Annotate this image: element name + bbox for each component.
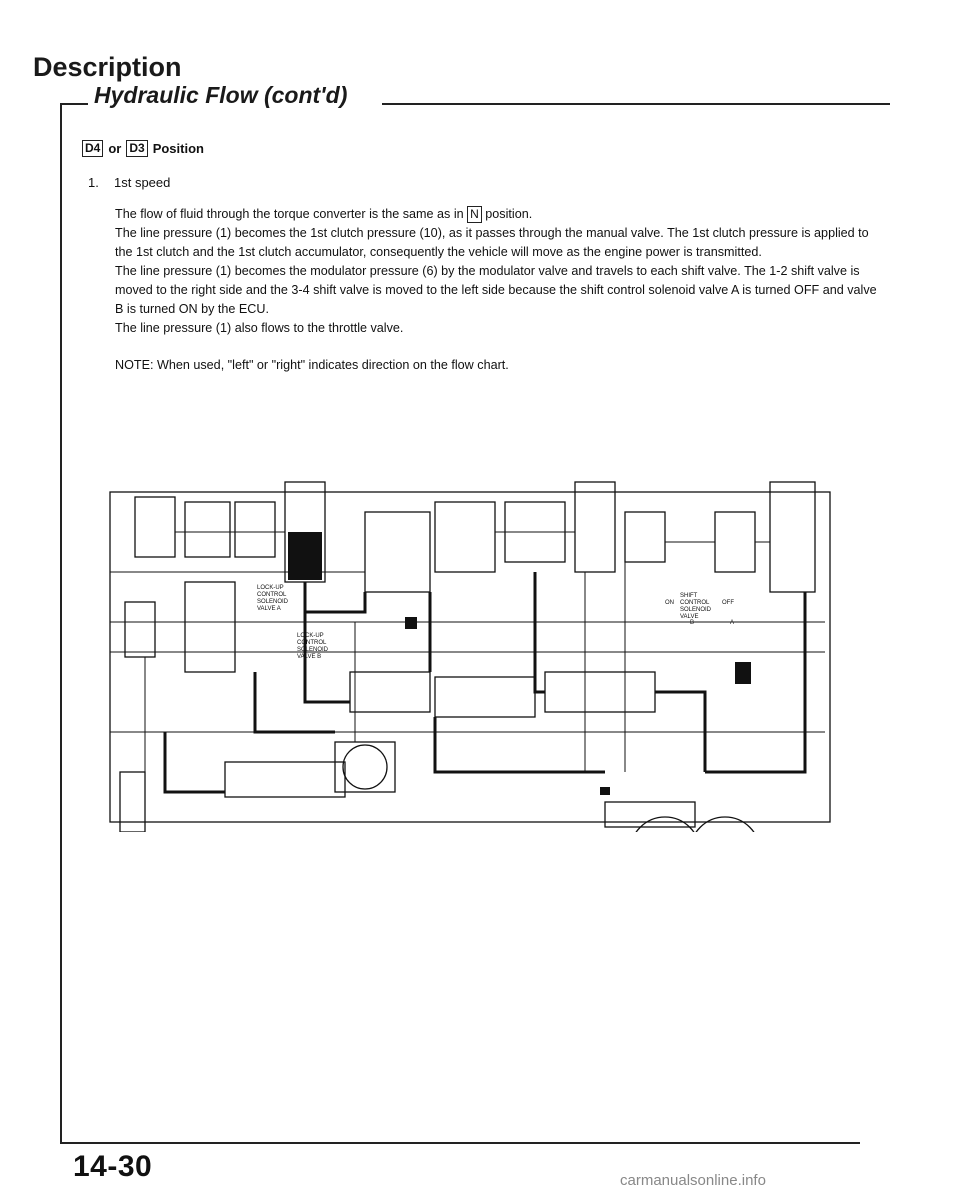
label-off: OFF — [722, 600, 734, 606]
position-heading: D4 or D3 Position — [82, 140, 204, 157]
label-lockup-a-4: VALVE A — [257, 606, 281, 612]
label-lockup-b-4: VALVE B — [297, 654, 321, 660]
label-lockup-b-1: LOCK-UP — [297, 633, 324, 639]
watermark: carmanualsonline.info — [620, 1172, 766, 1189]
label-lockup-a-2: CONTROL — [257, 592, 287, 598]
subheading-text: Hydraulic Flow (cont'd) — [94, 82, 348, 108]
position-or: or — [108, 141, 122, 156]
position-box-d4: D4 — [82, 140, 104, 157]
position-suffix: Position — [152, 141, 204, 156]
page-number: 14-30 — [73, 1150, 153, 1183]
label-lockup-b-3: SOLENOID — [297, 647, 329, 653]
section-subheading: Hydraulic Flow (cont'd) — [60, 80, 890, 120]
label-valve-a: A — [730, 620, 734, 626]
label-lockup-a-3: SOLENOID — [257, 599, 289, 605]
label-shift-1: SHIFT — [680, 593, 698, 599]
hydraulic-schematic: LOCK-UP CONTROL SOLENOID VALVE A LOCK-UP… — [109, 481, 831, 832]
hydraulic-flow-diagram: LOCK-UP CONTROL SOLENOID VALVE A LOCK-UP… — [105, 472, 840, 832]
subheading-rule-right — [382, 103, 890, 105]
paragraph-3: The line pressure (1) becomes the modula… — [115, 264, 877, 316]
label-shift-4: VALVE — [680, 614, 698, 620]
flow-chart-note: NOTE: When used, "left" or "right" indic… — [115, 358, 509, 372]
label-shift-2: CONTROL — [680, 600, 710, 606]
paragraph-1-start: The flow of fluid through the torque con… — [115, 207, 464, 221]
neutral-position-box: N — [467, 206, 482, 223]
label-on: ON — [665, 600, 674, 606]
step-item: 1. 1st speed — [88, 175, 170, 190]
label-shift-3: SOLENOID — [680, 607, 712, 613]
label-lockup-a-1: LOCK-UP — [257, 585, 284, 591]
subheading-rule-left — [60, 103, 88, 105]
label-lockup-b-2: CONTROL — [297, 640, 327, 646]
step-title: 1st speed — [114, 175, 171, 190]
bottom-rule — [60, 1142, 860, 1144]
left-margin-rule — [60, 104, 62, 1144]
paragraph-4: The line pressure (1) also flows to the … — [115, 321, 404, 335]
paragraph-1: The flow of fluid through the torque con… — [115, 205, 885, 224]
step-number: 1. — [88, 175, 99, 190]
label-valve-b: B — [690, 620, 694, 626]
paragraph-2: The line pressure (1) becomes the 1st cl… — [115, 226, 869, 259]
description-body: The flow of fluid through the torque con… — [115, 205, 885, 338]
position-box-d3: D3 — [126, 140, 148, 157]
paragraph-1-end: position. — [485, 207, 533, 221]
page-heading: Description — [33, 52, 182, 82]
